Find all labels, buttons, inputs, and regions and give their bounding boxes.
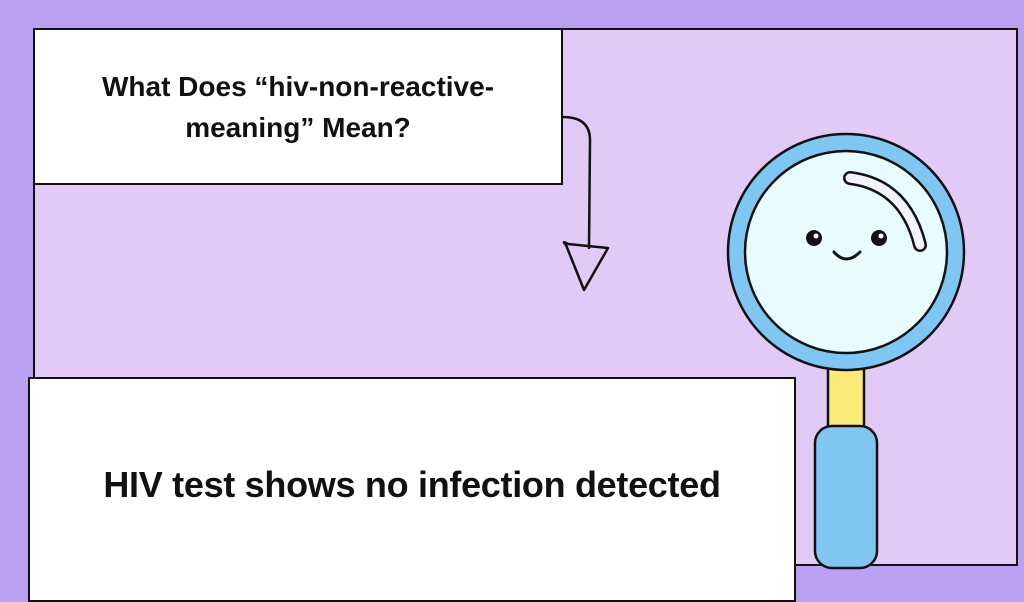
eye-left: [806, 230, 822, 246]
down-arrow-icon: [561, 115, 610, 292]
question-title: What Does “hiv-non-reactive-meaning” Mea…: [101, 70, 495, 143]
smile: [832, 250, 862, 261]
answer-text: HIV test shows no infection detected: [103, 463, 721, 505]
answer-box: HIV test shows no infection detected: [28, 377, 796, 602]
eye-right: [871, 230, 887, 246]
question-box: What Does “hiv-non-reactive-meaning” Mea…: [33, 28, 563, 185]
magnifying-glass-smiley-icon: [726, 132, 966, 570]
